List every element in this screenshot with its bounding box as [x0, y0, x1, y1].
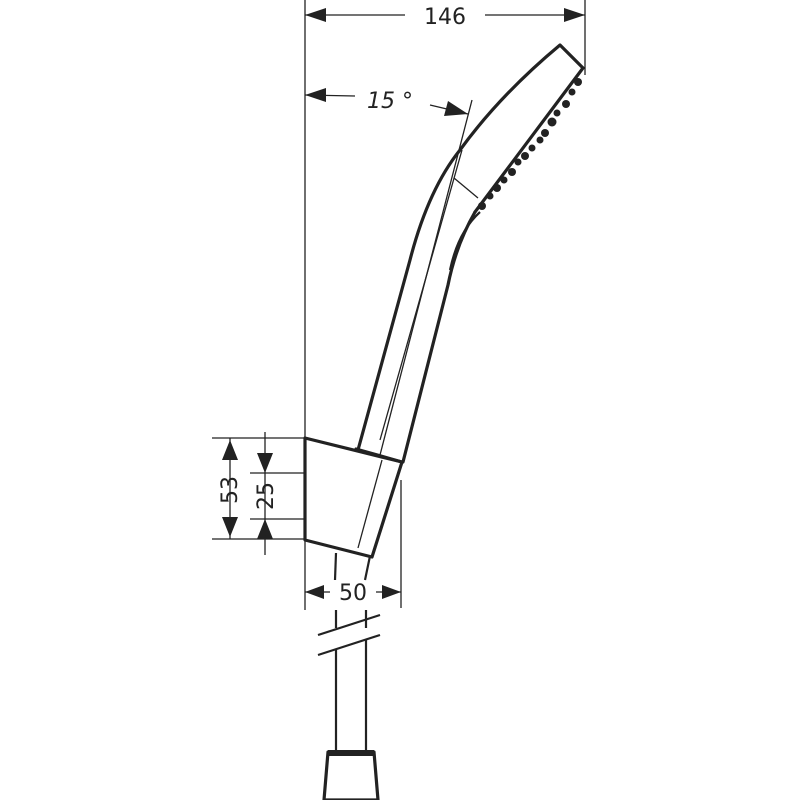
- dimension-angle-label: 15 °: [367, 89, 413, 114]
- dimension-146-label: 146: [424, 5, 466, 30]
- arrow-left-icon: [305, 8, 326, 22]
- shower-handle: [356, 43, 585, 464]
- arrow-down-icon: [222, 517, 238, 537]
- dimension-50-label: 50: [339, 581, 367, 606]
- dimension-146: 146: [305, 5, 585, 30]
- dimension-53-label: 53: [218, 476, 243, 504]
- arrow-left-icon: [305, 88, 326, 102]
- arrow-right-icon: [382, 585, 401, 599]
- arrow-right-icon: [564, 8, 585, 22]
- dimension-25-label: 25: [254, 482, 279, 510]
- arrow-right-icon: [444, 101, 468, 116]
- arrow-left-icon: [305, 585, 324, 599]
- spray-nozzles: [478, 78, 582, 210]
- arrow-down-icon: [257, 453, 273, 473]
- dimension-50: 50: [305, 480, 402, 608]
- wall-holder: [303, 436, 404, 559]
- arrow-up-icon: [257, 519, 273, 539]
- dimension-53-25: 53 25: [212, 432, 305, 555]
- arrow-up-icon: [222, 440, 238, 460]
- hose: [317, 552, 381, 752]
- hose-connector: [322, 750, 380, 800]
